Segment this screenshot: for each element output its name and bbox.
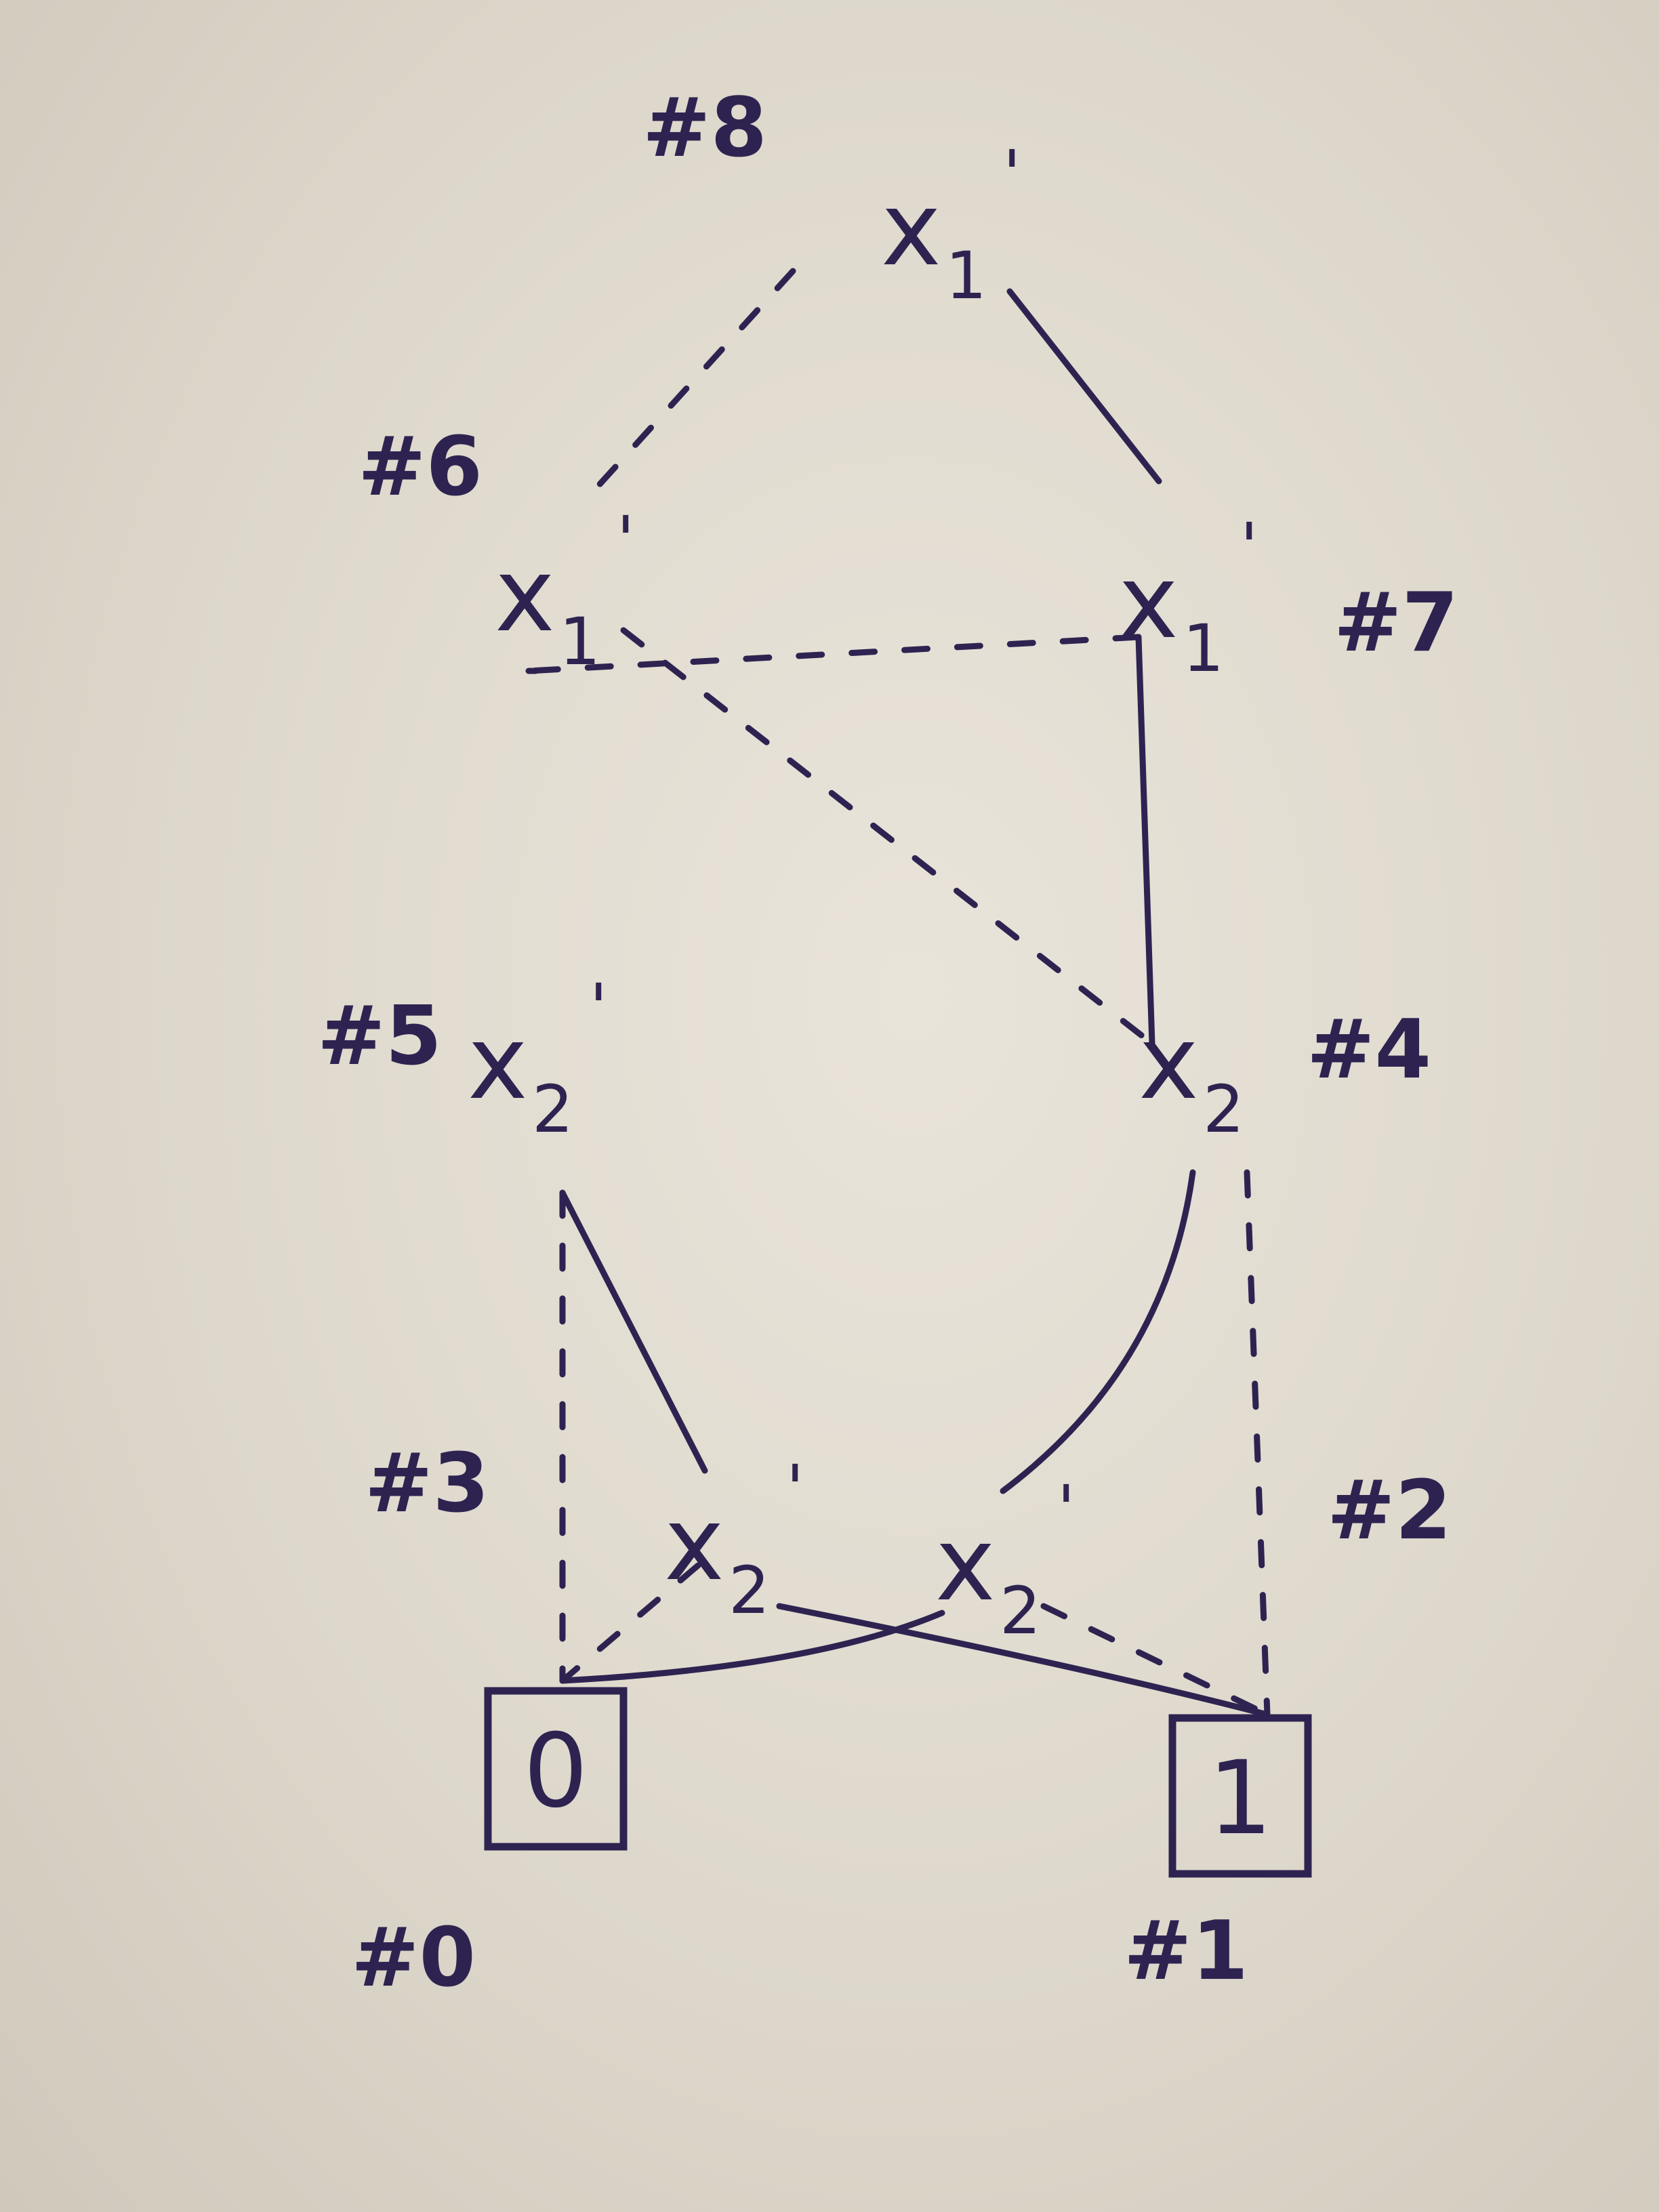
node-n7-variable: x (1118, 544, 1179, 661)
edge-n7-n4-solid (1135, 634, 1155, 1047)
node-n3-id-label: #3 (365, 1437, 489, 1531)
node-n6-prime: ' (617, 502, 634, 578)
node-n8-subscript: 1 (945, 238, 987, 314)
edge-n4-t1-dashed (1244, 1169, 1271, 1718)
node-n3-variable: x (664, 1486, 724, 1603)
node-n7-id-label: #7 (1334, 576, 1458, 670)
terminal-t1-box (1168, 1714, 1312, 1878)
node-n8-id-label: #8 (642, 81, 767, 176)
node-n2-prime: ' (1057, 1471, 1075, 1547)
edge-n2-t1-dashed (1040, 1603, 1271, 1718)
terminal-t1-value: 1 (1208, 1740, 1272, 1858)
node-n4-variable: x (1139, 1004, 1199, 1122)
node-n6-variable: x (495, 537, 555, 655)
edge-n2-t0-solid (559, 1610, 945, 1684)
terminal-t0-box (484, 1687, 628, 1851)
node-n5-variable: x (468, 1004, 528, 1122)
node-n2-subscript: 2 (1000, 1573, 1041, 1649)
terminal-t0-id-label: #0 (351, 1911, 476, 2005)
terminal-t0-value: 0 (523, 1713, 588, 1830)
node-n7-prime: ' (1240, 509, 1258, 585)
node-n5-prime: ' (590, 970, 607, 1046)
edge-n3-t1-solid (776, 1603, 1271, 1718)
edge-n7-n5-dashed (525, 634, 1142, 674)
node-n4-subscript: 2 (1203, 1071, 1244, 1147)
edge-n8-n6-dashed (593, 268, 796, 491)
node-n5-subscript: 2 (532, 1071, 573, 1147)
terminal-t1-id-label: #1 (1124, 1904, 1248, 1999)
node-n2-id-label: #2 (1327, 1464, 1452, 1558)
node-n4-id-label: #4 (1307, 1003, 1431, 1097)
node-n8-variable: x (881, 171, 941, 289)
edge-n6-n4-dashed (620, 627, 1155, 1047)
edge-n8-n7-solid (1006, 288, 1162, 485)
node-n2-variable: x (935, 1506, 996, 1624)
node-n5-id-label: #5 (317, 989, 442, 1084)
edge-n4-n2-solid (1000, 1169, 1196, 1494)
node-n7-subscript: 1 (1183, 611, 1224, 687)
edges-layer (525, 268, 1271, 1718)
node-n3-prime: ' (786, 1451, 804, 1527)
node-n8-prime: ' (1003, 136, 1021, 212)
node-n6-id-label: #6 (358, 420, 483, 514)
node-n3-subscript: 2 (729, 1553, 770, 1629)
node-n6-subscript: 1 (559, 604, 600, 680)
edge-n5-n3-solid (559, 1189, 708, 1474)
